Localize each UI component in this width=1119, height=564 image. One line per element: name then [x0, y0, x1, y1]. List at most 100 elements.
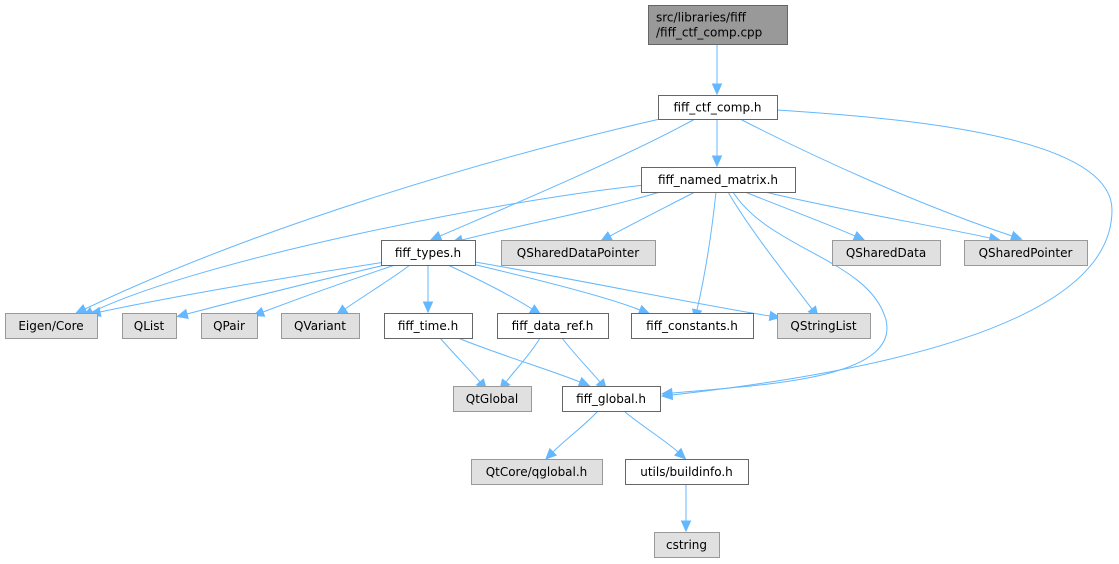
- arrowhead-icon: [680, 520, 692, 533]
- node-qvariant: QVariant: [281, 313, 360, 339]
- edge-fiff_named_matrix_h-to-QSharedDataPointer: [600, 191, 696, 242]
- node-label: QStringList: [790, 319, 857, 333]
- node-utils-buildinfo-h[interactable]: utils/buildinfo.h: [625, 459, 749, 485]
- edge-fiff_data_ref_h-to-QtGlobal: [499, 337, 541, 391]
- edge-line: [744, 191, 856, 237]
- edge-line: [505, 337, 541, 383]
- edge-line: [671, 109, 1113, 396]
- edge-fiff_types_h-to-QList: [176, 264, 386, 319]
- edge-line: [727, 191, 813, 310]
- edge-line: [474, 261, 771, 317]
- arrowhead-icon: [74, 304, 88, 314]
- arrowhead-icon: [637, 304, 651, 315]
- edge-line: [461, 191, 661, 241]
- edge-line: [696, 191, 717, 311]
- arrowhead-icon: [674, 447, 687, 460]
- node-box: [122, 313, 177, 339]
- node-cstring: cstring: [654, 532, 720, 558]
- node-fiff-named-matrix-h[interactable]: fiff_named_matrix.h: [641, 167, 796, 193]
- edge-line: [84, 118, 661, 310]
- node-box: [384, 313, 473, 339]
- arrowhead-icon: [176, 308, 189, 319]
- node-box: [281, 313, 360, 339]
- node-label: QList: [134, 319, 165, 333]
- edge-fiff_named_matrix_h-to-fiff_global_h: [660, 191, 888, 399]
- node-qlist: QList: [122, 313, 177, 339]
- edge-fiff_types_h-to-QStringList: [474, 261, 782, 322]
- nodes-layer: src/libraries/fiff/fiff_ctf_comp.cppfiff…: [5, 5, 1088, 558]
- node-box: [5, 313, 98, 339]
- edge-line: [439, 337, 481, 383]
- node-fiff-ctf-comp-h[interactable]: fiff_ctf_comp.h: [658, 95, 778, 120]
- node-label: fiff_named_matrix.h: [658, 173, 778, 187]
- node-fiff-time-h[interactable]: fiff_time.h: [384, 313, 473, 339]
- node-box: [658, 95, 778, 120]
- edge-utils_buildinfo_h-to-cstring: [680, 484, 692, 533]
- node-eigen-core: Eigen/Core: [5, 313, 98, 339]
- node-box: [497, 313, 609, 339]
- edge-line: [609, 191, 696, 237]
- node-label: QPair: [213, 319, 245, 333]
- edge-fiff_named_matrix_h-to-fiff_constants_h: [691, 191, 717, 321]
- edge-fiff_time_h-to-fiff_global_h: [457, 337, 591, 387]
- edge-line: [561, 337, 601, 383]
- arrowhead-icon: [600, 231, 613, 242]
- node-label: cstring: [666, 538, 707, 552]
- arrowhead-icon: [528, 304, 542, 316]
- node-label: fiff_global.h: [576, 392, 646, 406]
- node-box: [641, 167, 796, 193]
- node-box: [625, 459, 749, 485]
- node-label: QtGlobal: [466, 392, 518, 406]
- node-label: utils/buildinfo.h: [640, 465, 733, 479]
- edge-line: [623, 410, 679, 453]
- node-label: QSharedData: [846, 246, 926, 260]
- node-box: [501, 240, 656, 266]
- edge-line: [344, 264, 411, 310]
- node-label: QVariant: [294, 319, 346, 333]
- node-label: QSharedDataPointer: [517, 246, 640, 260]
- node-fiff-constants-h[interactable]: fiff_constants.h: [631, 313, 754, 339]
- edge-fiff_types_h-to-fiff_data_ref_h: [447, 264, 542, 316]
- node-qpair: QPair: [201, 313, 258, 339]
- node-label: /fiff_ctf_comp.cpp: [656, 26, 762, 40]
- node-qshareddata: QSharedData: [832, 240, 941, 266]
- node-box: [453, 386, 532, 412]
- node-label: fiff_constants.h: [646, 319, 738, 333]
- node-label: fiff_time.h: [398, 319, 458, 333]
- node-box: [648, 5, 788, 45]
- arrowhead-icon: [545, 447, 558, 460]
- arrowhead-icon: [1009, 230, 1023, 241]
- edge-fiff_named_matrix_h-to-QSharedPointer: [764, 191, 1001, 244]
- node-label: fiff_types.h: [395, 246, 461, 260]
- edge-fiff_global_h-to-utils_buildinfo_h: [623, 410, 687, 460]
- node-label: src/libraries/fiff: [656, 11, 747, 25]
- node-fiff-data-ref-h[interactable]: fiff_data_ref.h: [497, 313, 609, 339]
- node-qshareddatapointer: QSharedDataPointer: [501, 240, 656, 266]
- edge-line: [99, 261, 386, 313]
- node-qsharedpointer: QSharedPointer: [964, 240, 1088, 266]
- edge-fiff_named_matrix_h-to-QSharedData: [744, 191, 866, 241]
- node-qtcore-qglobal-h: QtCore/qglobal.h: [471, 459, 603, 485]
- edge-line: [439, 118, 696, 237]
- edge-fiff_types_h-to-fiff_time_h: [422, 265, 434, 314]
- node-box: [631, 313, 754, 339]
- arrowhead-icon: [711, 83, 723, 96]
- node-label: fiff_ctf_comp.h: [673, 101, 761, 115]
- edge-fiff_named_matrix_h-to-QStringList: [727, 191, 819, 318]
- edge-line: [471, 263, 641, 311]
- edge-fiff_global_h-to-QtCore_qglobal_h: [545, 410, 599, 460]
- arrowhead-icon: [422, 301, 434, 314]
- arrowhead-icon: [852, 230, 866, 241]
- node-root[interactable]: src/libraries/fiff/fiff_ctf_comp.cpp: [648, 5, 788, 45]
- node-fiff-global-h[interactable]: fiff_global.h: [562, 386, 661, 412]
- arrowhead-icon: [429, 230, 443, 241]
- node-fiff-types-h[interactable]: fiff_types.h: [381, 240, 476, 266]
- node-box: [832, 240, 941, 266]
- edge-line: [552, 410, 599, 453]
- node-box: [777, 313, 871, 339]
- node-qtglobal: QtGlobal: [453, 386, 532, 412]
- arrowhead-icon: [660, 387, 673, 399]
- edge-line: [739, 118, 1013, 237]
- node-qstringlist: QStringList: [777, 313, 871, 339]
- node-label: fiff_data_ref.h: [512, 319, 594, 333]
